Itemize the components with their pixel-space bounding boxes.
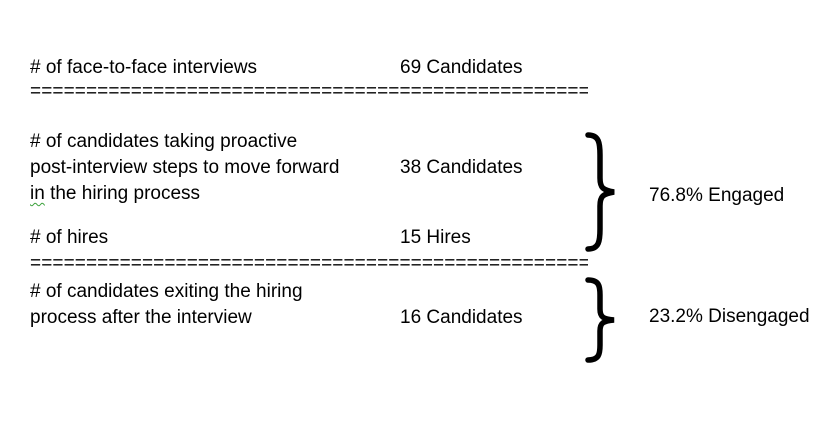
proactive-candidates-line3-rest: the hiring process bbox=[44, 183, 201, 204]
disengaged-percentage-label: 23.2% Disengaged bbox=[649, 306, 810, 327]
hires-value: 15 Hires bbox=[400, 227, 471, 248]
proactive-candidates-line2: post-interview steps to move forward bbox=[30, 157, 340, 178]
exiting-candidates-line2: process after the interview bbox=[30, 307, 252, 328]
curly-brace-disengaged-icon bbox=[584, 276, 618, 364]
equals-separator-top: ========================================… bbox=[30, 81, 588, 102]
proactive-candidates-value: 38 Candidates bbox=[400, 157, 523, 178]
grammar-squiggle-word: in bbox=[30, 183, 45, 204]
hires-label: # of hires bbox=[30, 227, 109, 248]
equals-separator-bottom: ========================================… bbox=[30, 253, 588, 274]
exiting-candidates-value: 16 Candidates bbox=[400, 307, 523, 328]
proactive-candidates-label: # of candidates taking proactive post-in… bbox=[30, 129, 402, 207]
exiting-candidates-line1: # of candidates exiting the hiring bbox=[30, 281, 303, 302]
proactive-candidates-line3: in the hiring process bbox=[30, 181, 402, 207]
engaged-percentage-label: 76.8% Engaged bbox=[649, 185, 785, 206]
exiting-candidates-label: # of candidates exiting the hiring proce… bbox=[30, 279, 402, 331]
proactive-candidates-line1: # of candidates taking proactive bbox=[30, 131, 298, 152]
face-to-face-interviews-value: 69 Candidates bbox=[400, 57, 523, 78]
face-to-face-interviews-label: # of face-to-face interviews bbox=[30, 57, 258, 78]
curly-brace-engaged-icon bbox=[584, 131, 618, 253]
